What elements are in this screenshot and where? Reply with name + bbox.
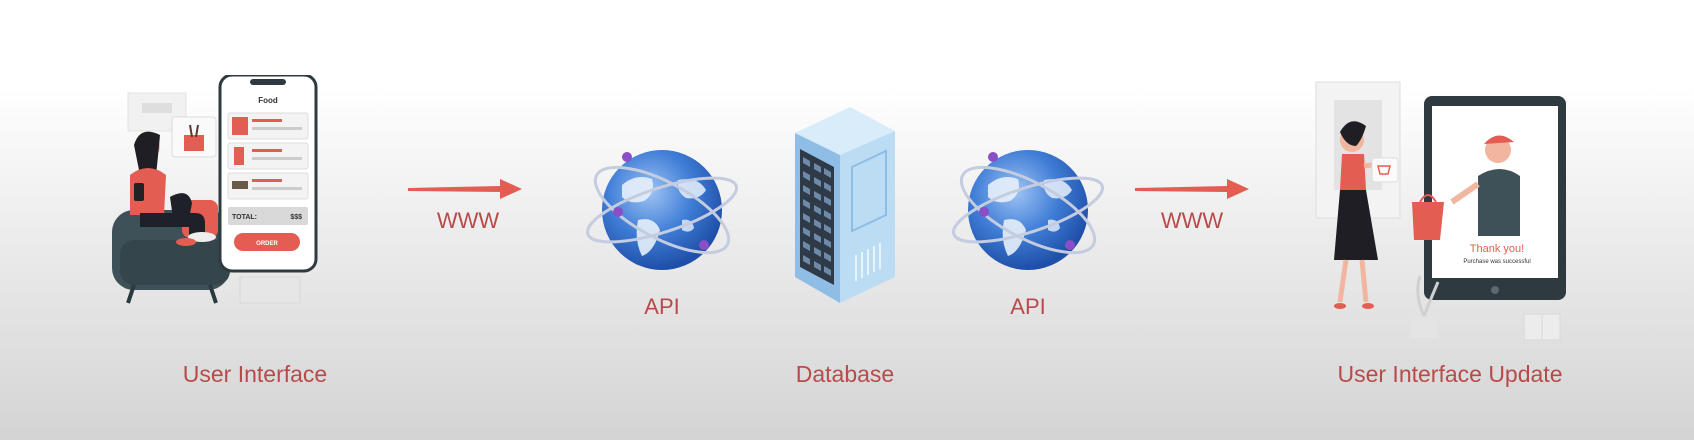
- arrow-right: [1135, 179, 1249, 199]
- user-interface-update-illustration: Thank you! Purchase was successful: [1315, 81, 1566, 341]
- www-label-left: WWW: [436, 208, 500, 233]
- user-interface-illustration: Food TOTAL: $$$ ORDER: [112, 75, 318, 304]
- api-label-right: API: [1010, 294, 1046, 319]
- food-bubble-icon: [171, 116, 217, 158]
- api-label-left: API: [644, 294, 680, 319]
- tablet-mockup-icon: Thank you! Purchase was successful: [1412, 96, 1566, 300]
- phone-mockup-icon: Food TOTAL: $$$ ORDER: [218, 75, 318, 273]
- phone-title: Food: [258, 96, 278, 105]
- caption-user-interface-update: User Interface Update: [1337, 361, 1563, 387]
- caption-user-interface: User Interface: [182, 361, 328, 387]
- caption-database: Database: [795, 361, 895, 387]
- database-server-icon: [795, 107, 895, 303]
- woman-on-armchair-icon: [130, 131, 216, 246]
- globe-icon: [952, 150, 1104, 270]
- arrow-left: [408, 179, 522, 199]
- tablet-message: Purchase was successful: [1463, 259, 1530, 265]
- woman-standing-icon: [1334, 121, 1393, 309]
- phone-total-value: $$$: [290, 214, 302, 221]
- globe-icon: [586, 150, 738, 270]
- phone-order-button: ORDER: [256, 241, 278, 247]
- tablet-thank-you: Thank you!: [1470, 243, 1524, 255]
- www-label-right: WWW: [1160, 208, 1224, 233]
- phone-total-label: TOTAL:: [232, 214, 257, 221]
